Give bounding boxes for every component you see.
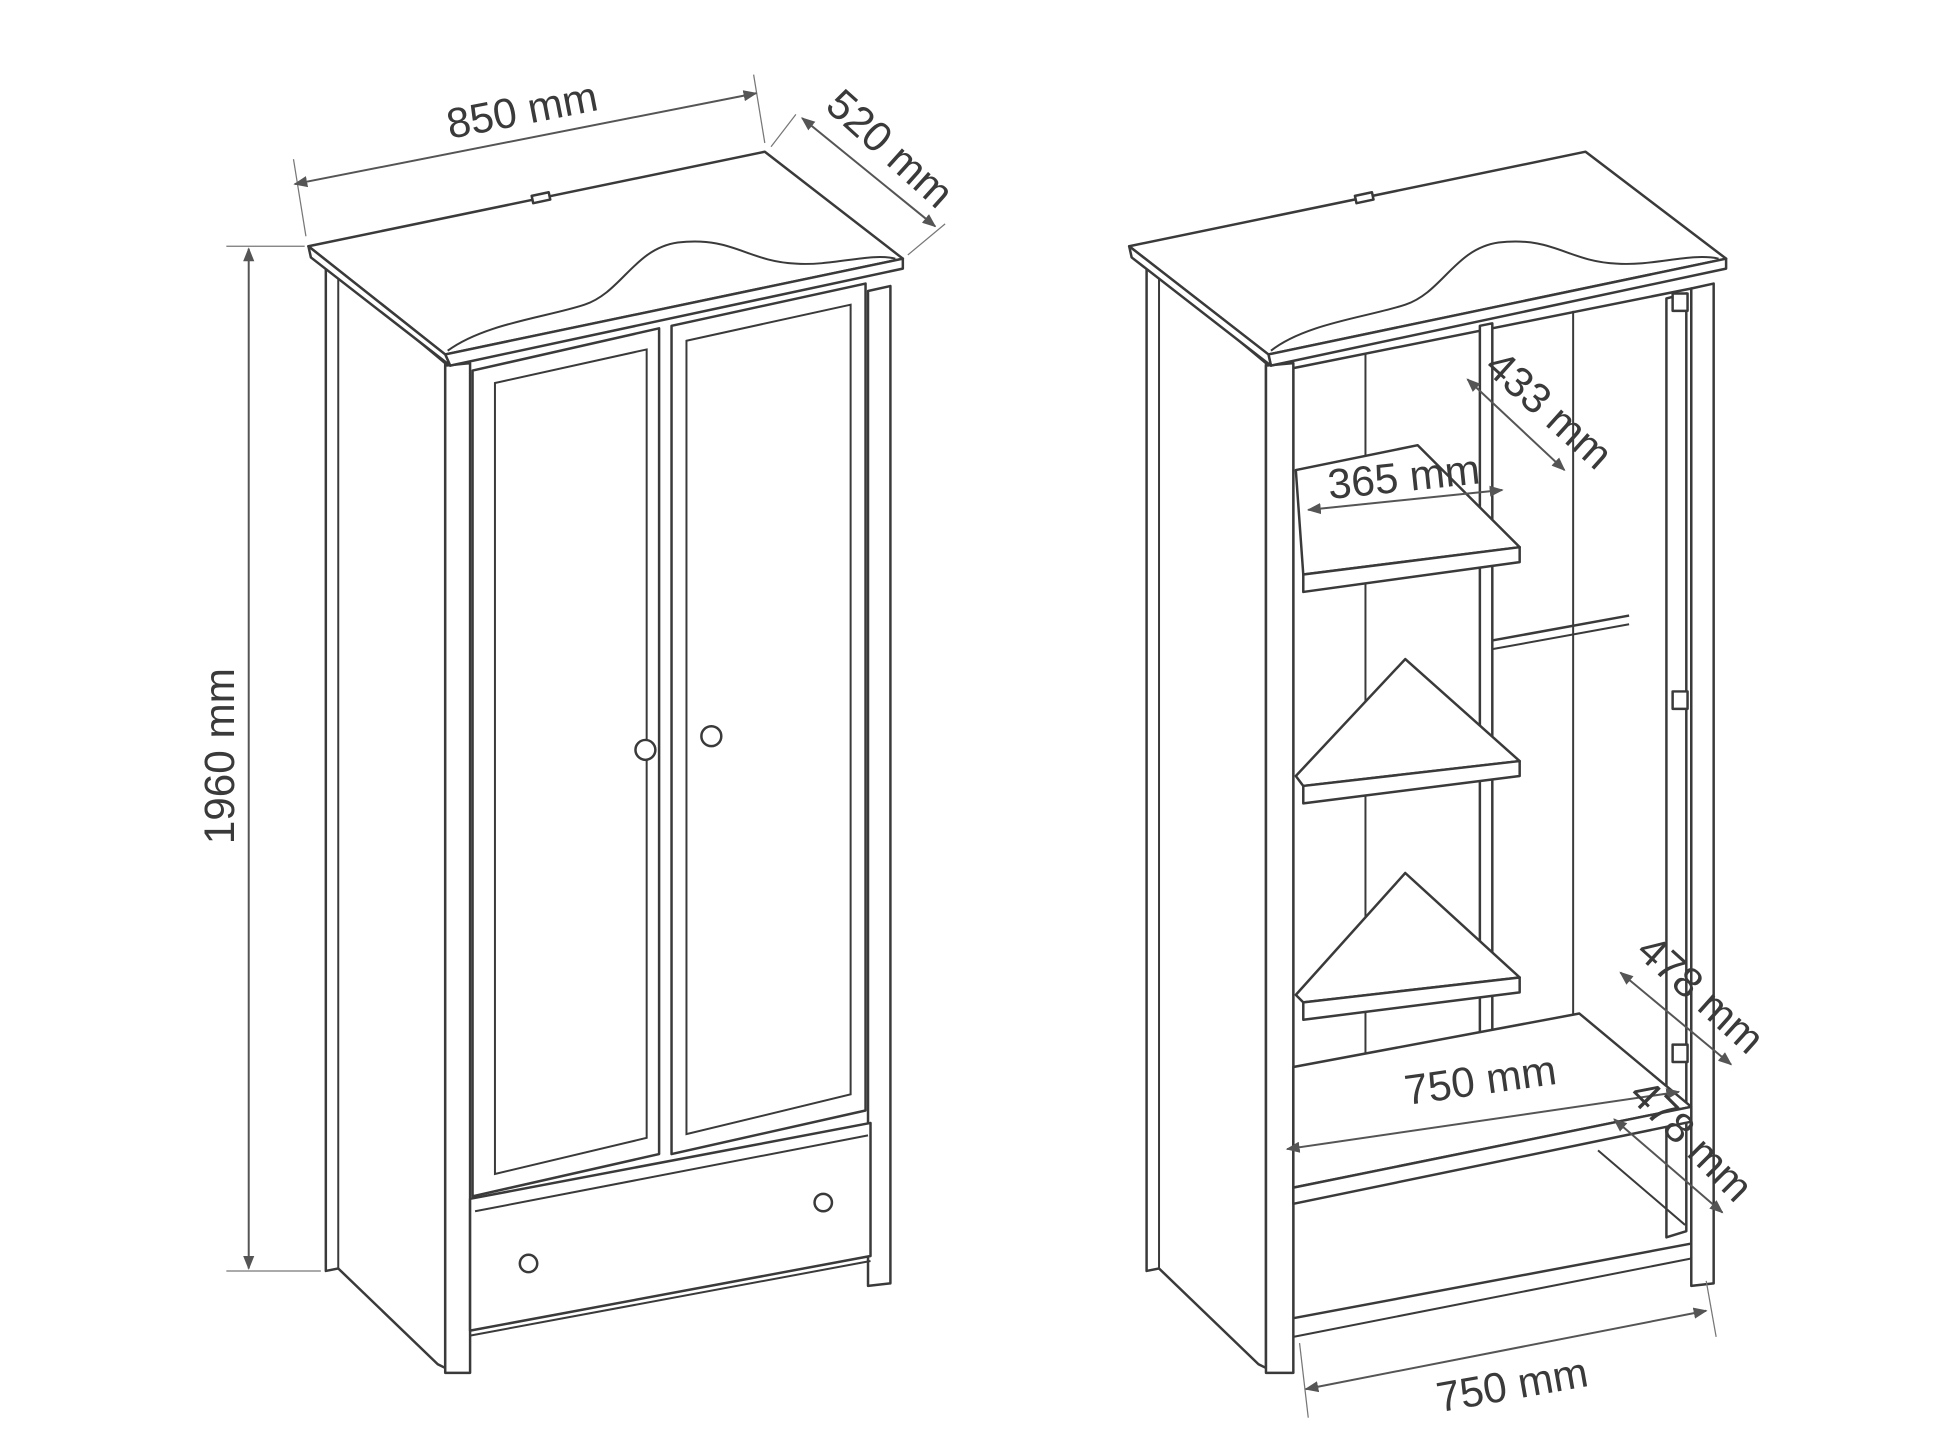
top-bracket (530, 191, 552, 205)
side-panel (324, 262, 447, 1370)
right-door (670, 282, 867, 1156)
door-knob (700, 725, 723, 748)
hinge (1671, 690, 1689, 711)
hinge (1671, 1043, 1689, 1064)
side-panel (1145, 262, 1268, 1370)
crown-arch (1270, 240, 1719, 352)
drawer-knob (813, 1192, 834, 1213)
left-front-post (1264, 361, 1295, 1375)
height-label: 1960 mm (196, 668, 243, 844)
drawer-knob (518, 1253, 539, 1274)
hanging-rail (1492, 614, 1630, 642)
door-knob (634, 738, 657, 762)
top-bracket (1353, 191, 1375, 205)
drawer (468, 1121, 872, 1332)
width-label: 850 mm (443, 72, 602, 147)
right-front-post (866, 284, 892, 1288)
crown-arch (447, 240, 896, 352)
height-dimension: 1960 mm (196, 245, 321, 1272)
closed-wardrobe (307, 150, 905, 1375)
hinge (1671, 292, 1689, 313)
open-wardrobe (1127, 150, 1728, 1375)
left-door (471, 327, 661, 1198)
left-front-post (443, 361, 472, 1375)
